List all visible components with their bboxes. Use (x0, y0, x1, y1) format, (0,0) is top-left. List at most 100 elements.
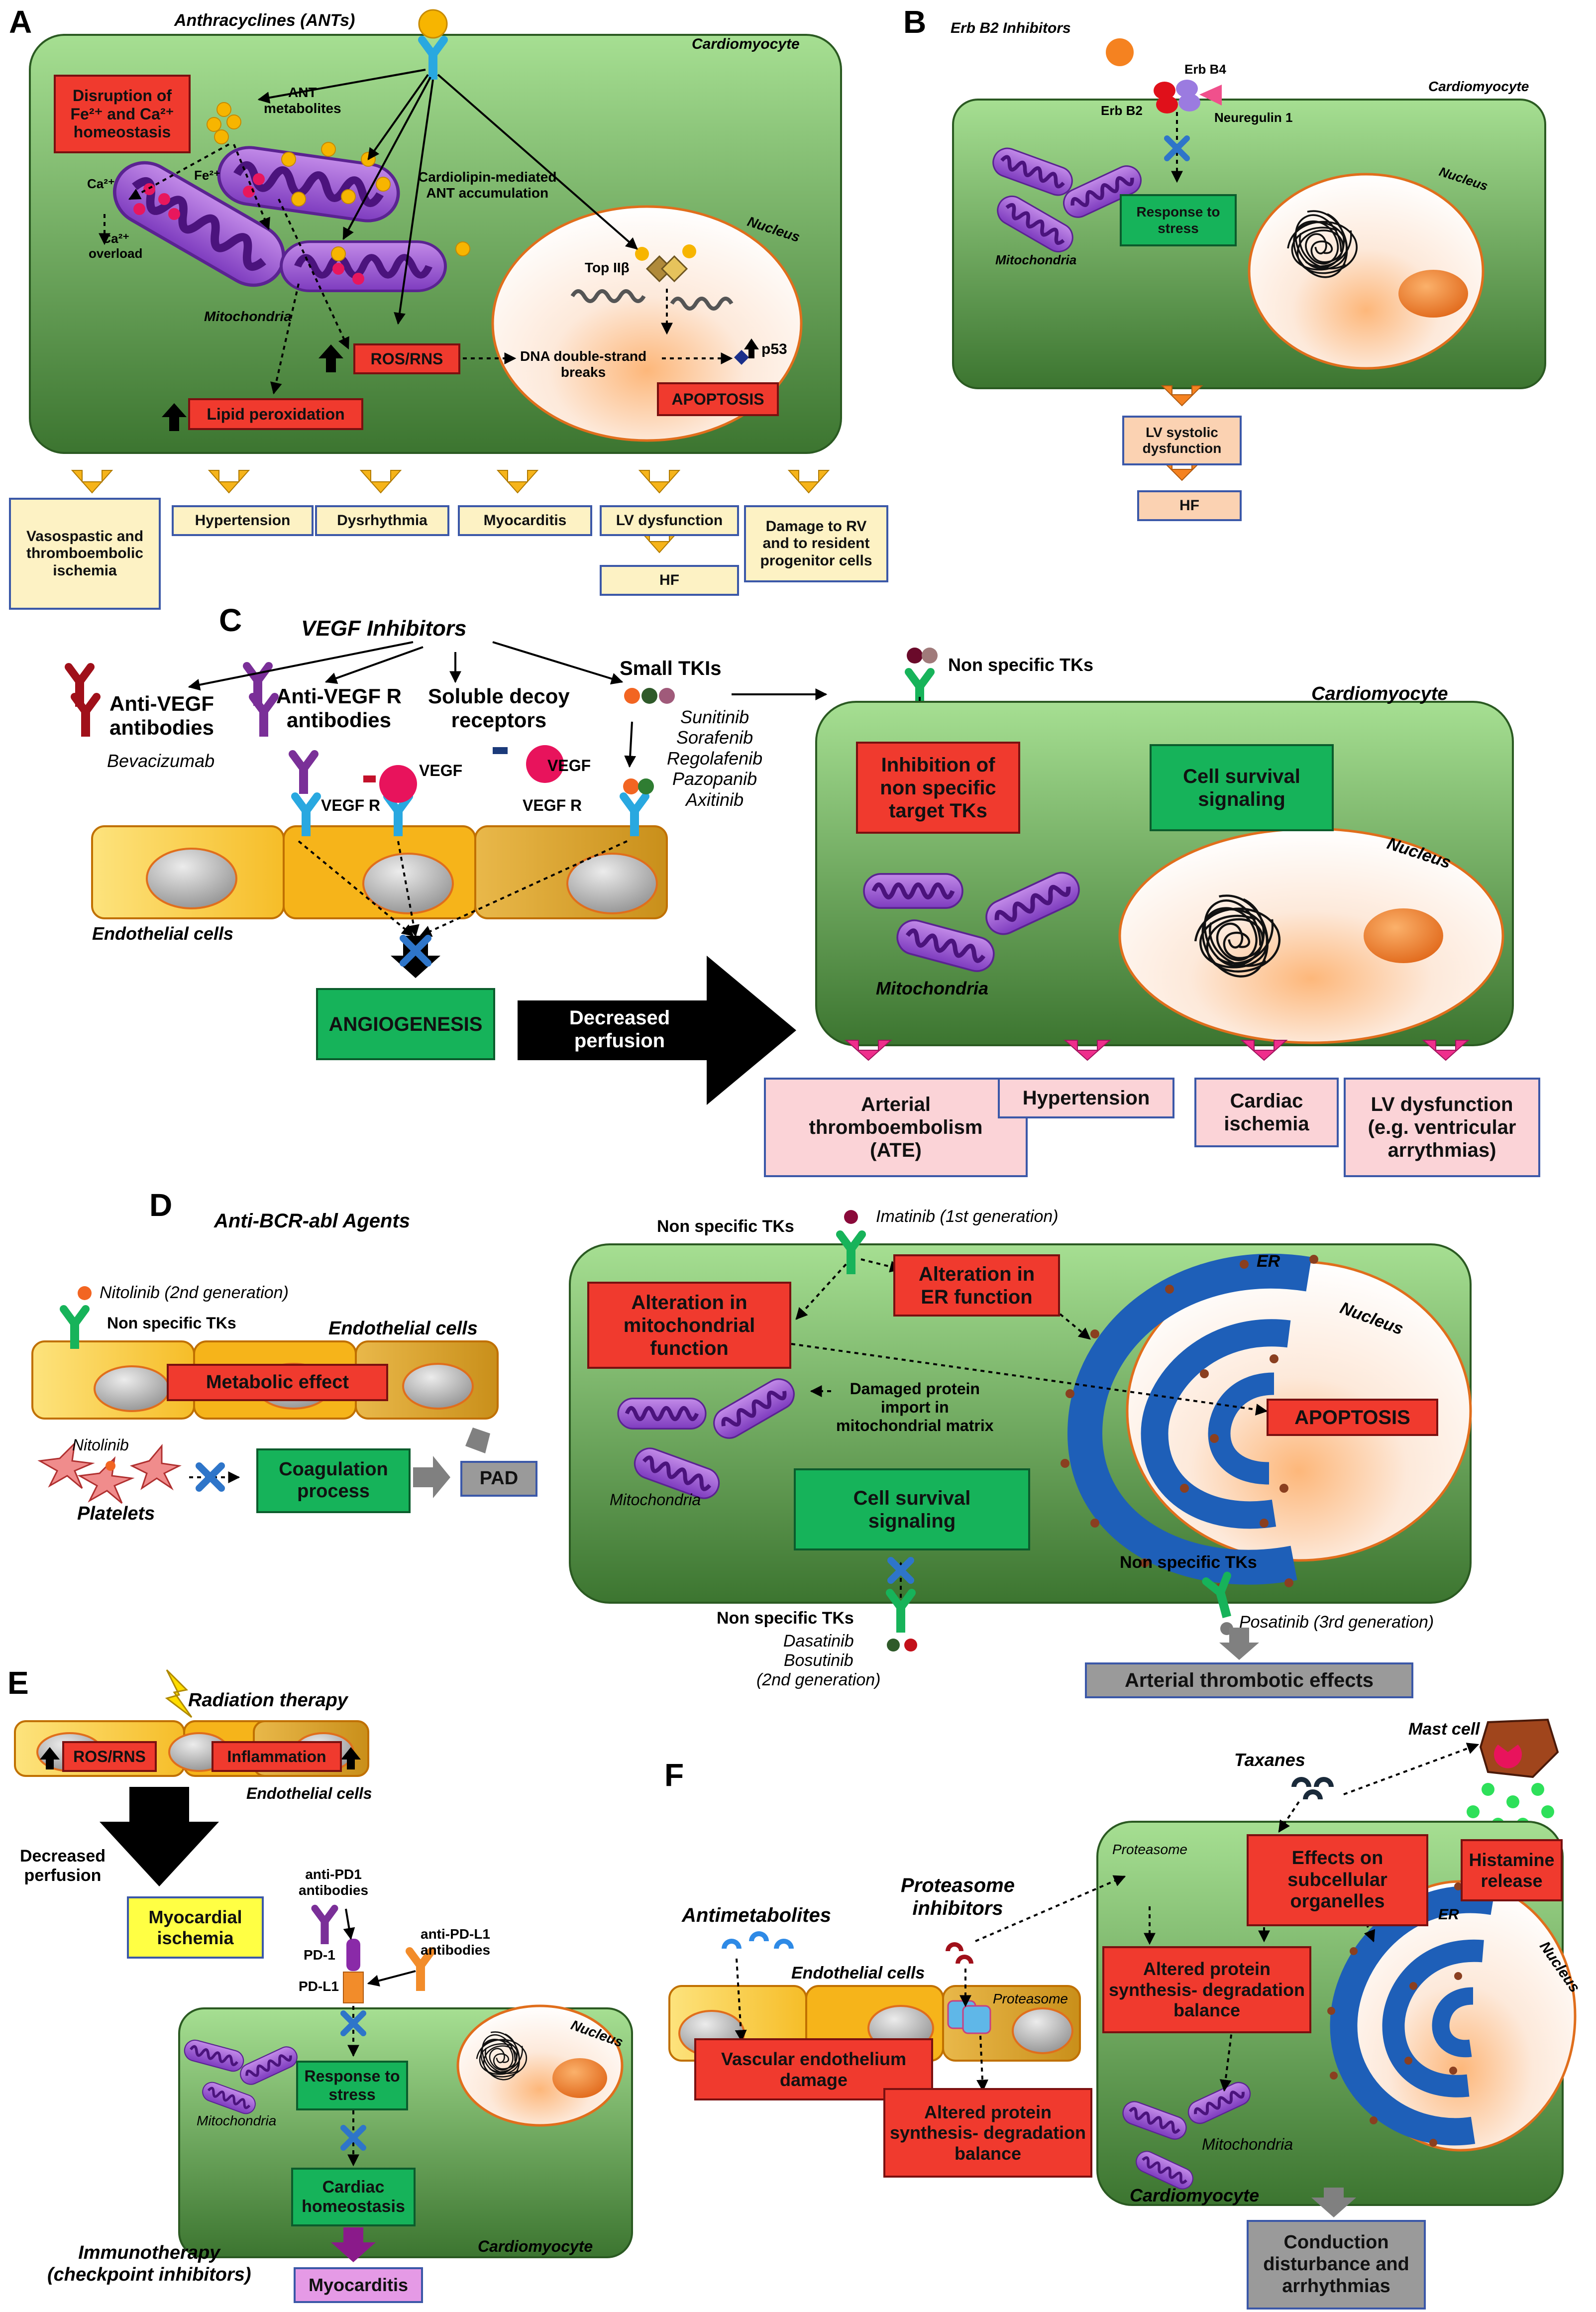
er-label: ER (1438, 1906, 1459, 1923)
calcium-label: Ca²⁺ (87, 176, 115, 191)
erbb2-label: Erb B2 (1101, 103, 1143, 118)
mitochondria-label: Mitochondria (197, 2113, 277, 2128)
block-x-icon (887, 1557, 914, 1584)
bevacizumab-label: Bevacizumab (107, 751, 215, 771)
lv-systolic-box: LV systolic dysfunction (1122, 416, 1242, 465)
panel-letter-a: A (9, 4, 32, 40)
er-label: ER (1257, 1252, 1280, 1271)
block-x-icon (340, 2010, 366, 2151)
mast-cell-label: Mast cell (1408, 1720, 1480, 1739)
cell-label: Cardiomyocyte (1130, 2185, 1260, 2205)
anti-pd1-antibody-icon (315, 1908, 335, 1944)
pdl1-icon (343, 1972, 364, 2003)
vegf-label-1: VEGF (419, 762, 463, 779)
myocarditis-box: Myocarditis (294, 2267, 423, 2303)
neuregulin-icon (1199, 85, 1222, 106)
dna-breaks-label: DNA double-strand breaks (520, 348, 647, 380)
proteasome-inhibitor-icon (946, 1942, 973, 1964)
neuregulin-label: Neuregulin 1 (1214, 110, 1293, 125)
inflammation-box: Inflammation (212, 1741, 342, 1772)
outcome-ate-box: Arterial thromboembolism (ATE) (764, 1078, 1028, 1177)
cell-label: Cardiomyocyte (692, 36, 800, 52)
calcium-overload-label: Ca²⁺ overload (89, 231, 143, 261)
tki-list-label: Sunitinib Sorafenib Regolafenib Pazopani… (667, 707, 763, 810)
vegf-ligand-icon (379, 765, 417, 803)
antimetabolites-label: Antimetabolites (682, 1904, 832, 1926)
immunotherapy-label: Immunotherapy (checkpoint inhibitors) (47, 2242, 251, 2285)
outcome-ischemia-box: Cardiac ischemia (1194, 1078, 1339, 1147)
outcome-arrow-icon (845, 1040, 1470, 1061)
outcome-box-3: Myocarditis (458, 505, 592, 536)
taxanes-label: Taxanes (1234, 1750, 1305, 1770)
dna-strand-icon (570, 289, 646, 303)
nucleus-shape (491, 205, 803, 442)
cell-survival-box: Cell survival signaling (1150, 744, 1334, 831)
nitolinib-2nd-label: Nitolinib (2nd generation) (100, 1283, 289, 1302)
cell-label: Cardiomyocyte (1311, 683, 1448, 704)
nucleus-shape (1248, 173, 1485, 370)
apoptosis-box: APOPTOSIS (657, 382, 779, 416)
vegfr-label-2: VEGF R (523, 796, 582, 814)
posatinib-label: Posatinib (3rd generation) (1239, 1613, 1434, 1632)
arterial-thrombotic-box: Arterial thrombotic effects (1085, 1662, 1413, 1698)
increase-arrow-icon (40, 1747, 361, 1769)
er-alteration-box: Alteration in ER function (893, 1254, 1060, 1317)
block-x-icon (196, 1462, 225, 1492)
panel-a (29, 9, 842, 553)
nonspecific-bottom-right-label: Non specific TKs (1120, 1553, 1257, 1572)
taxane-icon (1291, 1777, 1334, 1799)
tki-molecules-icon (624, 688, 640, 704)
altered-protein-box-2: Altered protein synthesis- degradation b… (883, 2088, 1092, 2178)
mito-alteration-box: Alteration in mitochondrial function (587, 1282, 791, 1369)
hf-box: HF (1137, 490, 1242, 521)
conduction-box: Conduction disturbance and arrhythmias (1247, 2220, 1426, 2310)
endothelial-label: Endothelial cells (328, 1318, 478, 1339)
er-icon (1067, 1253, 1312, 1585)
cardiolipin-label: Cardiolipin-mediated ANT accumulation (418, 169, 557, 201)
anti-pdl1-label: anti-PD-L1 antibodies (421, 1926, 491, 1958)
nonspecific-bottom-label: Non specific TKs (717, 1609, 854, 1628)
arrow-icon (413, 1456, 450, 1498)
vegf-label-2: VEGF (547, 757, 591, 774)
pd1-icon (346, 1939, 360, 1971)
ant-metabolites-label: ANT metabolites (264, 85, 341, 116)
cardiac-homeostasis-box: Cardiac homeostasis (291, 2168, 416, 2226)
panel-letter-e: E (7, 1665, 29, 1701)
anti-pd1-label: anti-PD1 antibodies (299, 1867, 369, 1898)
antimetabolite-icon (722, 1931, 794, 1949)
increase-arrow-icon (162, 338, 759, 431)
mitochondria-label: Mitochondria (1202, 2135, 1293, 2153)
decreased-perfusion-arrow (518, 956, 796, 1105)
outcome-arrow-icon (1161, 385, 1203, 481)
response-to-stress-box: Response to stress (1120, 194, 1237, 246)
nonspecific-top-label: Non specific TKs (657, 1217, 794, 1236)
myocardial-ischemia-box: Myocardial ischemia (127, 1896, 264, 1959)
anti-vegf-label: Anti-VEGF antibodies (109, 692, 214, 740)
hf-box: HF (600, 565, 739, 596)
endothelial-label: Endothelial cells (92, 923, 234, 944)
pad-box: PAD (460, 1461, 537, 1497)
block-arrow-icon (391, 936, 440, 978)
angiogenesis-box: ANGIOGENESIS (316, 988, 495, 1060)
disruption-box: Disruption of Fe²⁺ and Ca²⁺ homeostasis (54, 75, 191, 153)
nucleolus-icon (1398, 270, 1468, 318)
apoptosis-box: APOPTOSIS (1267, 1399, 1438, 1436)
coagulation-box: Coagulation process (256, 1448, 411, 1513)
erbb4-receptor-icon (1176, 80, 1198, 98)
subcellular-box: Effects on subcellular organelles (1247, 1834, 1428, 1926)
ant-molecule-icon (418, 9, 448, 39)
outcome-box-4: LV dysfunction (600, 505, 739, 536)
mitochondria-label: Mitochondria (876, 978, 988, 998)
erb-title: Erb B2 Inhibitors (951, 20, 1071, 36)
inhibition-box: Inhibition of non specific target TKs (856, 742, 1020, 834)
erbb2-inhibitor-icon (1106, 38, 1134, 66)
bcr-abl-title: Anti-BCR-abl Agents (214, 1210, 411, 1232)
metabolic-effect-box: Metabolic effect (167, 1364, 388, 1401)
ros-rns-box: ROS/RNS (62, 1741, 157, 1772)
iron-label: Fe²⁺ (194, 168, 220, 183)
outcome-hypertension-box: Hypertension (998, 1078, 1174, 1118)
lipid-peroxidation-box: Lipid peroxidation (188, 398, 363, 430)
mitochondria-label: Mitochondria (610, 1491, 701, 1509)
endothelial-label: Endothelial cells (791, 1964, 925, 1982)
cell-label: Cardiomyocyte (478, 2237, 593, 2255)
